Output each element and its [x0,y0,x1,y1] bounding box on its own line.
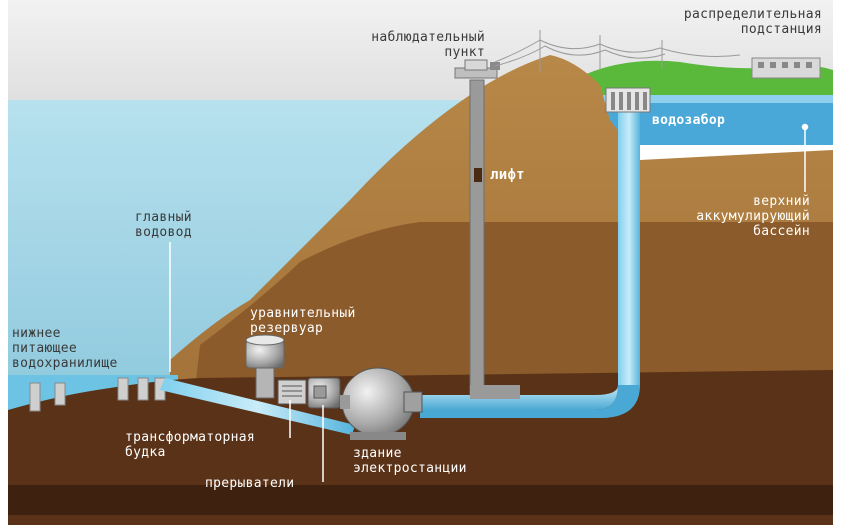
transformer-box [277,379,307,405]
elevator-shaft [469,79,485,396]
breakers-box [307,377,341,409]
upper-pool-label: верхний аккумулирующий бассейн [696,194,810,239]
intake-label: водозабор [652,113,726,128]
intake-structure [605,87,651,113]
main-conduit [160,378,355,435]
surge-tank-label: уравнительный резервуар [250,306,356,336]
powerhouse-label: здание электростанции [353,446,467,476]
observation-post-label: наблюдательный пункт [371,30,485,60]
substation-building [751,57,821,79]
ground-bottom [8,485,833,515]
penstock-vertical [618,108,640,388]
leader-lines [169,123,809,482]
power-lines [494,30,741,72]
elevator-cab [474,168,482,182]
lift-label: лифт [490,167,525,183]
main-conduit-label: главный водовод [135,210,192,240]
transformer-label: трансформаторная будка [125,430,256,460]
substation-label: распределительная подстанция [683,7,822,37]
shaft-connector [470,385,520,399]
lower-reservoir-label: нижнее питающее водохранилище [12,326,118,371]
powerhouse-turbine [340,367,423,440]
switches-label: прерыватели [205,476,295,491]
surge-tank [245,334,285,399]
